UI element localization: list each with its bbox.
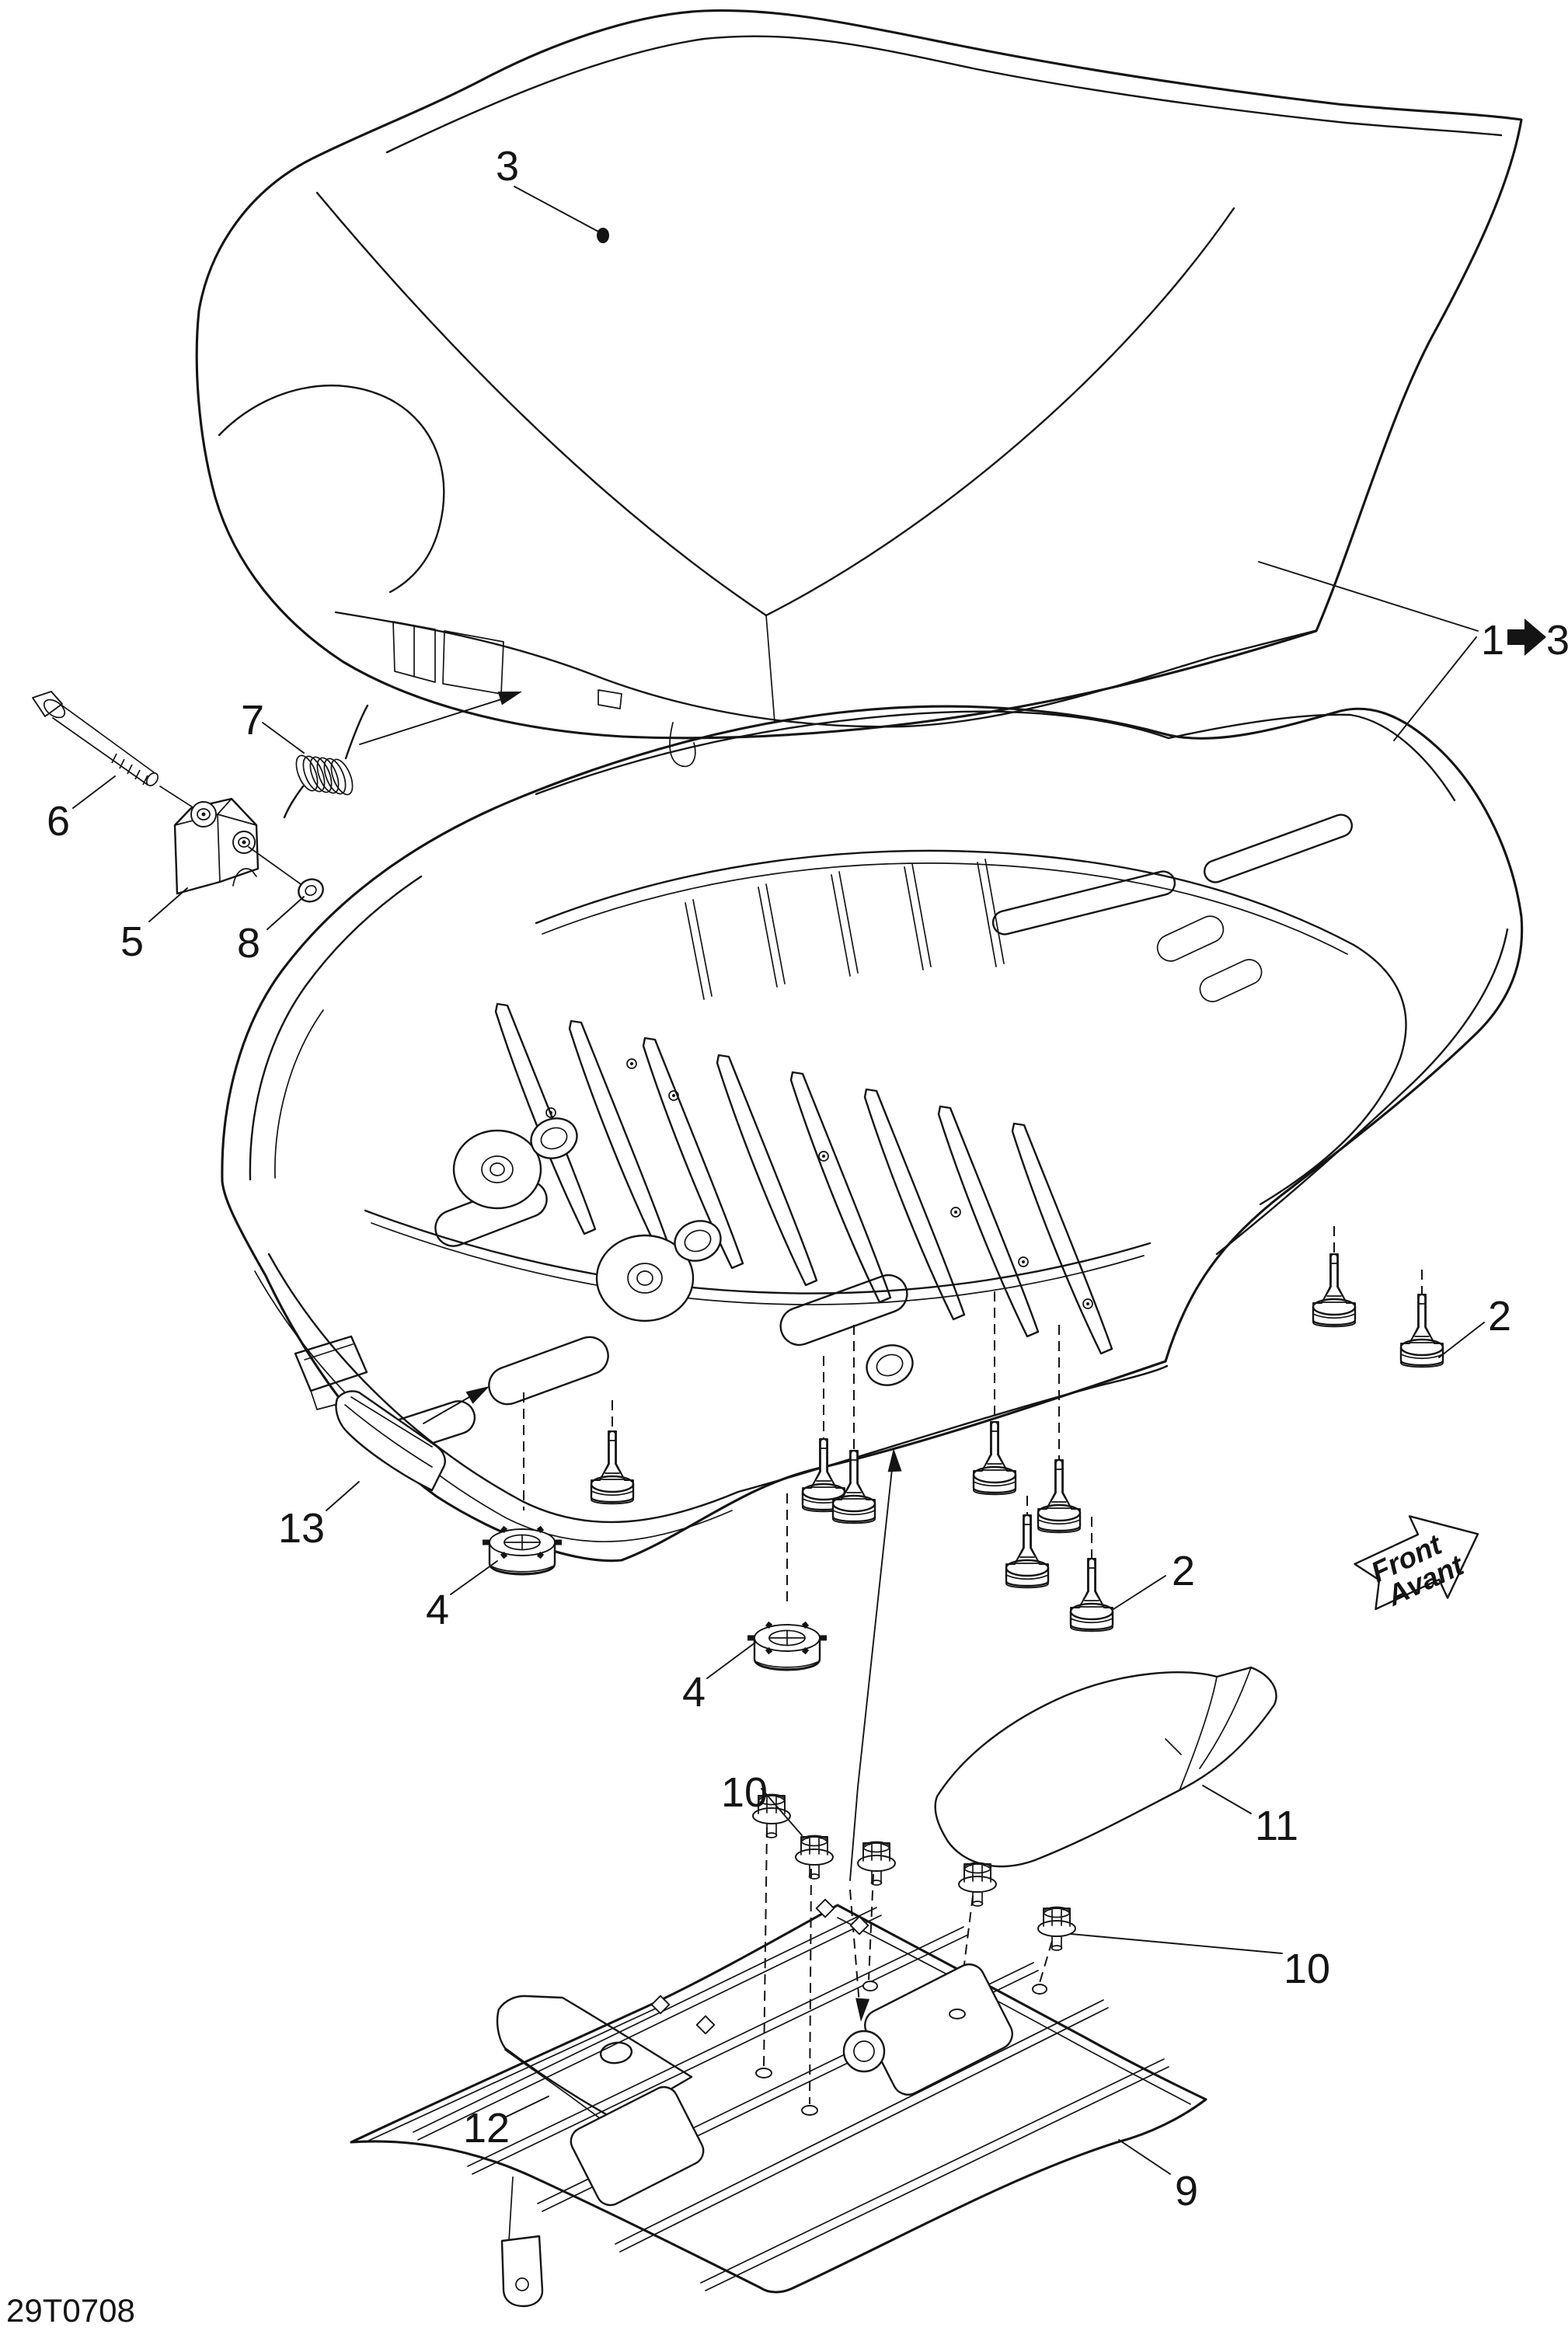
callout-label: 6 (47, 798, 70, 845)
plate-opening (570, 2085, 705, 2207)
callout-6: 6 (47, 775, 116, 845)
assembly-guide-line (849, 1448, 902, 2023)
callout-label: 2 (1172, 1548, 1195, 1594)
front-direction-arrow: Front Avant (1354, 1515, 1479, 1612)
callout-label: 1 (1481, 617, 1504, 664)
skirt-pocket (442, 630, 504, 695)
flange-nuts (752, 1793, 1076, 1951)
latch-cover (335, 1380, 493, 1492)
skirt-tab (598, 689, 622, 709)
seat-rear-seam (765, 207, 1235, 617)
callout-2-left: 2 (1113, 1548, 1195, 1610)
plate-diamond-holes (650, 1898, 869, 2035)
base-boss (595, 1234, 695, 1322)
callout-2-right: 2 (1438, 1293, 1511, 1358)
base-right-rim (1215, 928, 1509, 1256)
callout-label: 13 (278, 1505, 325, 1552)
mounting-plate (350, 1898, 1207, 2308)
callout-9: 9 (1118, 2139, 1198, 2214)
plate-stud-holes (755, 1981, 1047, 2116)
callout-label: 4 (682, 1669, 706, 1716)
callout-7: 7 (241, 697, 305, 754)
callout-4-rear: 4 (682, 1642, 756, 1716)
callout-label: 10 (721, 1769, 768, 1816)
base-grommet (530, 1117, 578, 1159)
flange-nut (795, 1834, 834, 1880)
callout-10-right: 10 (1070, 1933, 1330, 1992)
push-pin (1399, 1293, 1444, 1368)
washer (298, 878, 324, 903)
flange-nut (857, 1841, 896, 1886)
callout-3: 3 (496, 143, 609, 243)
base-left-rim (249, 875, 423, 1181)
seat-cushion (195, 9, 1523, 768)
callout-label: 4 (426, 1587, 449, 1633)
assembly-arrow-seat-latch (359, 685, 524, 745)
push-pin (972, 1420, 1017, 1496)
push-pin (1312, 1253, 1357, 1328)
base-holes (545, 1058, 1093, 1309)
callout-label: 2 (1488, 1293, 1511, 1340)
callout-label: 9 (1175, 2168, 1198, 2214)
lock-nut (483, 1528, 562, 1575)
skirt-pocket (392, 621, 436, 683)
callout-11: 11 (1202, 1785, 1298, 1849)
hinge-bracket (173, 797, 304, 895)
seat-skirt-band (334, 611, 1316, 728)
base-front-rim (267, 1253, 1169, 1524)
deck-struts (685, 859, 1005, 1000)
callout-12: 12 (463, 2096, 549, 2152)
callout-13: 13 (278, 1481, 360, 1552)
base-boss (452, 1129, 542, 1210)
hinge-bolt (32, 691, 200, 812)
flange-nut (1037, 1906, 1076, 1951)
deflector-panel (934, 1666, 1277, 1868)
seat-latch-hook (669, 722, 696, 768)
base-ribs (494, 1002, 1113, 1355)
callout-label: 3 (1546, 617, 1568, 664)
base-top-rim (535, 710, 1456, 802)
callout-label: 11 (1255, 1803, 1298, 1849)
callout-label: 12 (463, 2105, 510, 2152)
push-pin (1037, 1458, 1082, 1534)
deck-slot (991, 870, 1176, 936)
arrow-right-icon (1507, 618, 1546, 656)
callout-5: 5 (120, 887, 188, 965)
torsion-spring (283, 704, 369, 819)
plate-bracket-tab (500, 2176, 544, 2308)
seat-front-seam (315, 191, 768, 617)
push-pin (1069, 1557, 1114, 1632)
callout-label: 8 (237, 920, 260, 967)
push-pins (590, 1253, 1444, 1632)
flange-nut (958, 1862, 997, 1907)
lock-nut (747, 1624, 827, 1671)
plate-ribs (413, 1907, 1169, 2291)
callout-10-left: 10 (721, 1769, 803, 1836)
assembly-axes (523, 1226, 1423, 2105)
seat-base (221, 705, 1524, 1563)
callout-label: 5 (120, 918, 144, 965)
callout-1-3: 1 3 (1258, 561, 1568, 741)
plate-grommet (842, 2030, 886, 2073)
base-grommet (866, 1344, 914, 1386)
push-pin (590, 1430, 635, 1505)
base-cross-rail (364, 1209, 1152, 1294)
callout-label: 3 (496, 143, 519, 190)
callout-8: 8 (237, 896, 305, 967)
callout-4-front: 4 (426, 1560, 498, 1633)
callout-label: 7 (241, 697, 264, 744)
deck-slot (1203, 814, 1354, 883)
seat-top-seam (385, 35, 1503, 154)
plate-opening (864, 1963, 1013, 2096)
base-grommet (674, 1220, 722, 1262)
callout-label: 10 (1284, 1946, 1330, 1992)
document-code: 29T0708 (6, 2292, 135, 2329)
seat-nose-seam (218, 384, 445, 594)
